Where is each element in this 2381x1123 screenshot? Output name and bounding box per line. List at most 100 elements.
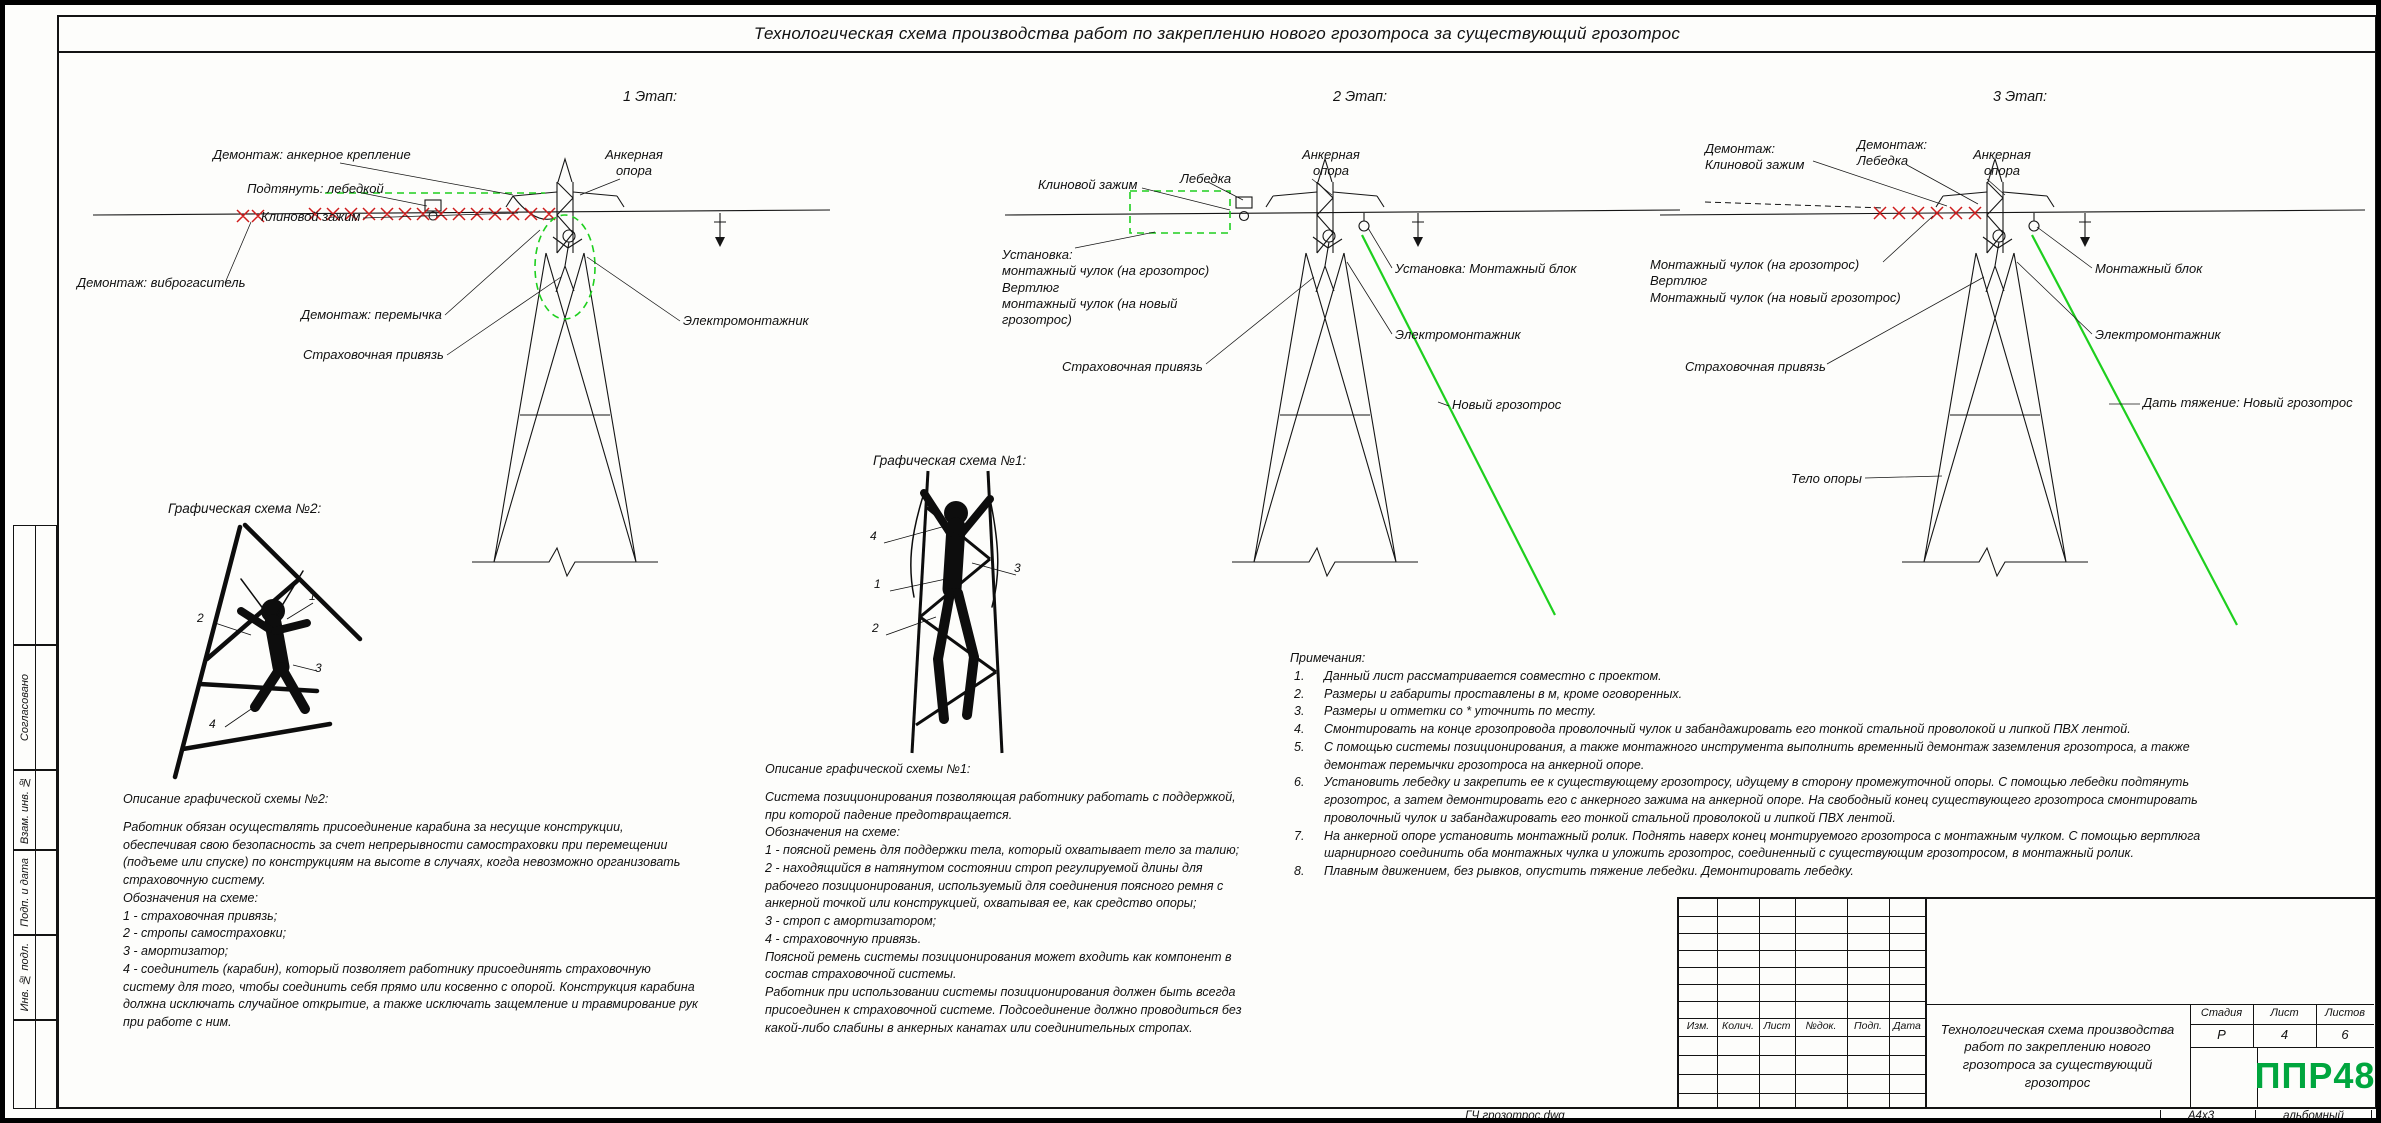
callout-tower-body: Тело опоры [1791,471,1862,486]
callout-harness: Страховочная привязь [303,347,444,362]
note-item: 3.Размеры и отметки со * уточнить по мес… [1294,704,1597,719]
sidebar-cell-vzam-inv: Взам. инв. № [13,770,57,850]
description-paragraph: 2 - стропы самостраховки; [123,926,287,941]
electrician-figure [1312,236,1343,293]
stage-2: 2 Этап: Клиновой зажим Лебедка Анкерная … [990,85,1700,665]
scheme-1-figure: 4 1 2 3 [850,467,1060,757]
stage-header-stadiya: Стадия [2200,1007,2243,1019]
description-paragraph: Работник обязан осуществлять присоединен… [123,819,681,887]
rev-header-izm: Изм. [1686,1020,1710,1032]
callout-wedge-clamp: Клиновой зажим [1038,177,1138,192]
scheme-2-description: Описание графической схемы №2: Работник … [123,791,698,1032]
callout-new-wire: Новый грозотрос [1452,397,1562,412]
callout-anchor-tower: Анкерная опора [605,147,663,179]
new-ground-wire-line [2031,234,2238,626]
stage-1: 1 Этап: Демонтаж: анкерное крепление Под… [75,85,855,665]
callout-wedge-clamp: Клиновой зажим [261,209,361,224]
description-paragraph: 4 - соединитель (карабин), который позво… [123,961,698,1029]
callout-sock: Монтажный чулок (на грозотрос) Вертлюг М… [1650,257,1901,305]
callout-number: 3 [1014,561,1021,575]
electrician-figure [552,236,583,293]
stage-3-title: 3 Этап: [1993,89,2047,105]
description-paragraph: Работник при использовании системы позиц… [765,985,1242,1035]
rev-header-podp: Подп. [1854,1020,1882,1032]
scheme-2-figure: 1 2 3 4 [145,519,435,784]
description-paragraph: 3 - амортизатор; [123,944,229,958]
sidebar-cell-inv-podl: Инв. № подл. [13,935,57,1020]
winch-symbol [1235,196,1253,222]
sidebar-cell-empty-bottom [13,1020,57,1109]
note-item: 6.Установить лебедку и закрепить ее к су… [1294,775,2198,825]
description-paragraph: 1 - поясной ремень для поддержки тела, к… [765,843,1240,857]
ground-wire [1004,209,1681,216]
sheet-number: 4 [2280,1027,2289,1042]
callout-electrician: Электромонтажник [2095,327,2221,342]
description-paragraph: 2 - находящийся в натянутом состоянии ст… [765,860,1224,911]
description-heading: Описание графической схемы №1: [765,762,971,776]
callout-number: 1 [874,577,881,591]
number-leaders [214,602,318,728]
anchor-tower-drawing [472,157,658,578]
scheme-1-description: Описание графической схемы №1: Система п… [765,761,1255,1037]
callout-number: 4 [209,717,216,731]
sidebar-cell-soglasovano: Согласовано [13,645,57,770]
description-paragraph: 4 - страховочную привязь. [765,931,922,946]
grounding-symbol [1412,213,1424,247]
sidebar-cell-empty-top [13,525,57,645]
rev-header-data: Дата [1893,1020,1921,1032]
description-paragraph: Поясной ремень системы позиционирования … [765,949,1232,982]
stage-3: 3 Этап: Демонтаж: Клиновой зажим Демонта… [1645,85,2376,665]
rev-header-list: Лист [1763,1020,1791,1032]
stage-value: Р [2217,1027,2226,1042]
new-ground-wire-line [1361,234,1556,616]
callout-number: 2 [197,611,204,625]
number-leaders [883,526,1017,636]
note-item: 7.На анкерной опоре установить монтажный… [1294,828,2201,861]
leader-lines [1074,178,1450,407]
description-paragraph: 3 - строп с амортизатором; [765,914,937,928]
note-item: 4.Смонтировать на конце грозопровода про… [1294,722,2131,736]
worker-body [910,489,999,724]
title-block: Изм. Колич. Лист №док. Подп. Дата Стадия… [1677,897,2376,1109]
stamp-document-title: Технологическая схема производства работ… [1940,1021,2175,1090]
note-item: 8.Плавным движением, без рывков, опустит… [1294,864,1854,878]
callout-anchor-tower: Анкерная опора [1973,147,2031,179]
callout-remove-winch: Демонтаж: Лебедка [1857,137,1928,169]
sidebar-cell-podp-data: Подп. и дата [13,850,57,935]
callout-install-block: Установка: Монтажный блок [1395,261,1577,276]
notes-heading: Примечания: [1290,651,1366,665]
note-item: 2.Размеры и габариты проставлены в м, кр… [1294,686,1683,701]
callout-anchor-tower: Анкерная опора [1302,147,1360,179]
callout-number: 2 [872,621,879,635]
removed-wire-dashed [1704,201,1886,209]
stage-3-drawing [1659,157,2366,626]
note-item: 1.Данный лист рассматривается совместно … [1294,668,1662,683]
stage-header-list: Лист [2270,1007,2299,1019]
callout-number: 1 [309,589,316,603]
sheet-format: А4х3 [2160,1110,2241,1118]
mounting-block-symbol [1358,213,1370,232]
red-x-marks [1873,206,1982,220]
leader-lines [1812,160,2140,479]
callout-pull-winch: Подтянуть: лебедкой [247,181,384,196]
sheet-count: 6 [2341,1027,2349,1042]
worker-body [237,570,311,714]
description-paragraph: Обозначения на схеме: [765,825,900,840]
callout-damper: Демонтаж: виброгаситель [77,275,246,290]
stage-2-drawing [1004,157,1681,616]
anchor-tower-drawing [1902,157,2088,578]
worker-silhouette-2 [172,522,363,780]
scheme-1-heading: Графическая схема №1: [873,453,1027,468]
callout-tension: Дать тяжение: Новый грозотрос [2143,395,2353,410]
callout-harness: Страховочная привязь [1685,359,1826,374]
mounting-block-symbol [2028,213,2040,232]
description-heading: Описание графической схемы №2: [123,792,329,806]
rev-header-ndok: №док. [1805,1020,1837,1032]
callout-block: Монтажный блок [2095,261,2203,276]
notes: Примечания: 1.Данный лист рассматриваетс… [1290,650,2210,881]
callout-harness: Страховочная привязь [1062,359,1203,374]
callout-install-sock: Установка: монтажный чулок (на грозотрос… [1002,247,1210,327]
callout-anchor-mount: Демонтаж: анкерное крепление [213,147,411,162]
description-paragraph: Система позиционирования позволяющая раб… [765,789,1236,822]
